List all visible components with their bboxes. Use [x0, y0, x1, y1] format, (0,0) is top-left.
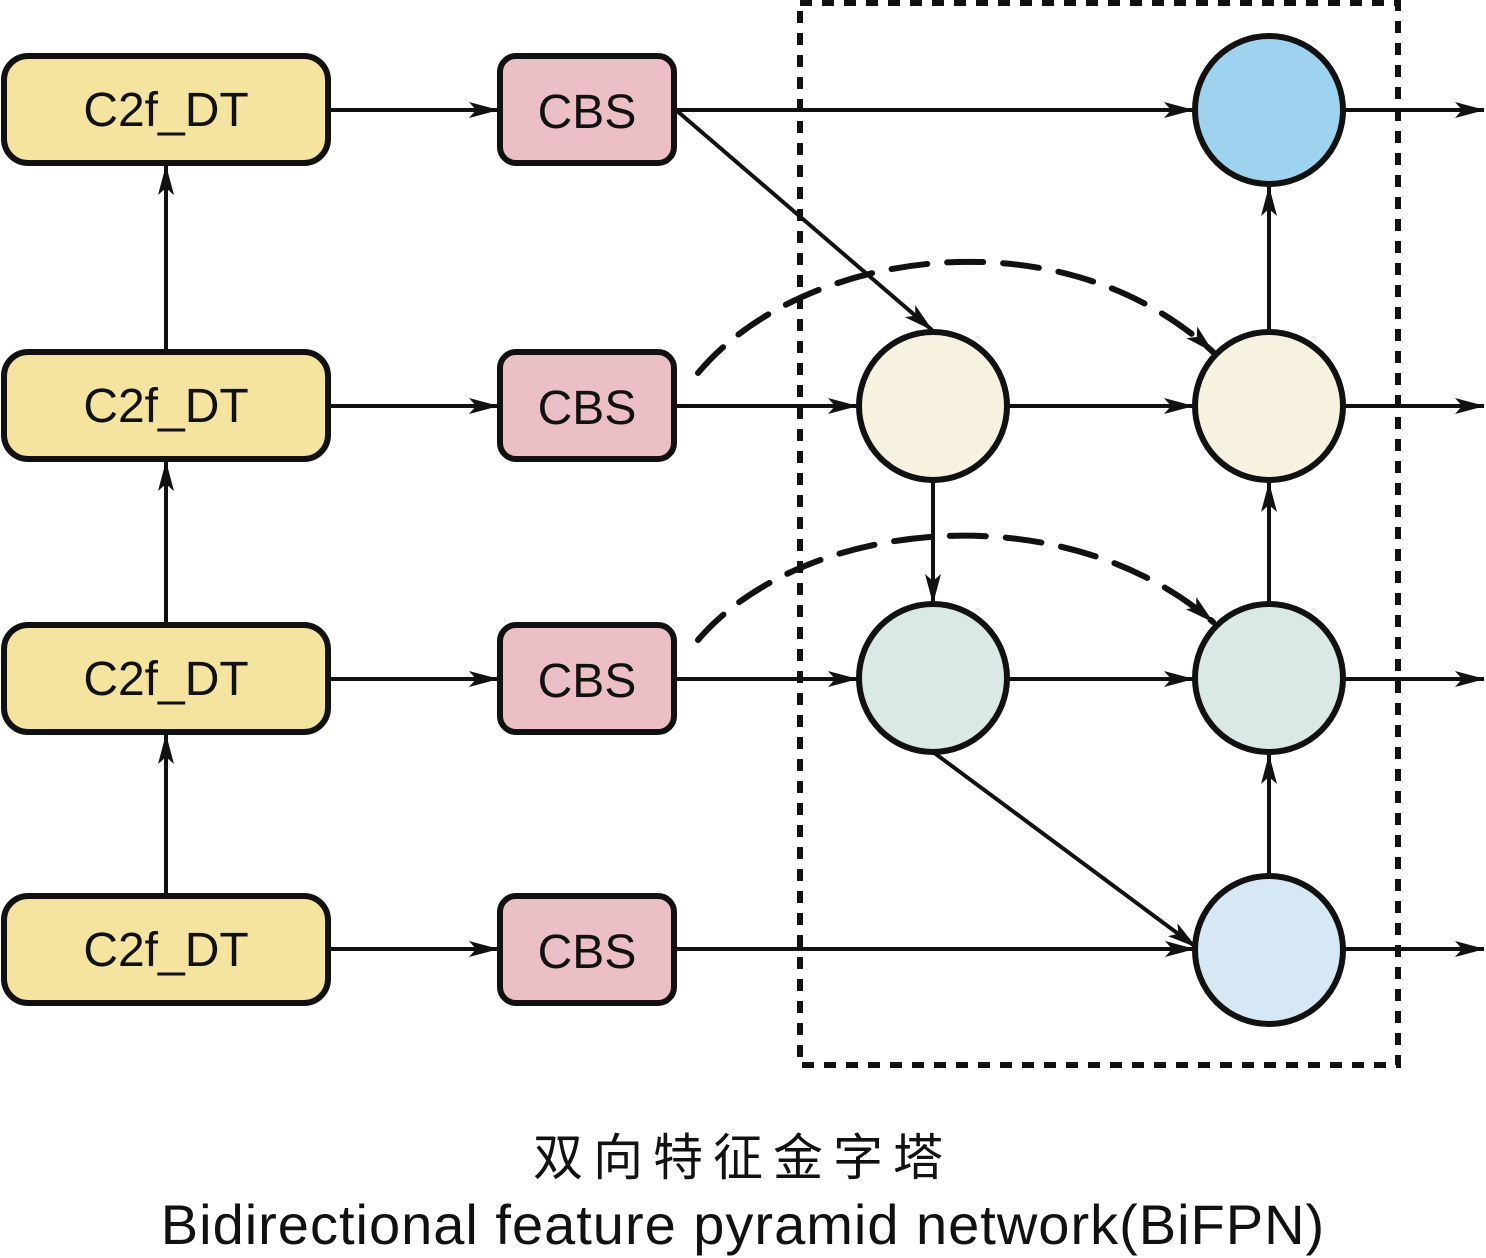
- cbs-block-label: CBS: [538, 382, 637, 435]
- dashed-skip-level-3: [695, 532, 1216, 643]
- bifpn-region-border: [797, 0, 1401, 1068]
- arrow-cbs1-to-p2-mid: [674, 108, 934, 332]
- fpn-node-level3-intermediate: [856, 601, 1010, 755]
- backbone-block: C2f_DT: [1, 53, 331, 166]
- skip-connections: [695, 258, 1216, 643]
- cbs-block-label: CBS: [538, 86, 637, 139]
- cbs-block: CBS: [497, 53, 677, 166]
- backbone-block: C2f_DT: [1, 349, 331, 462]
- backbone-to-cbs-connections: [330, 102, 499, 957]
- backbone-block-label: C2f_DT: [83, 380, 248, 433]
- fpn-node-bottom-output: [1192, 873, 1346, 1027]
- backbone-block-label: C2f_DT: [83, 653, 248, 706]
- cbs-block: CBS: [497, 349, 677, 462]
- cbs-block: CBS: [497, 893, 677, 1006]
- cbs-to-bifpn-connections: [674, 102, 1195, 957]
- bifpn-diagram: C2f_DT C2f_DT C2f_DT C2f_DT CBS CBS CBS …: [1, 0, 1485, 1068]
- fpn-node-level3-output: [1192, 601, 1346, 755]
- fpn-node-top-output: [1192, 33, 1346, 187]
- cbs-block: CBS: [497, 622, 677, 735]
- backbone-block: C2f_DT: [1, 893, 331, 1006]
- caption-chinese: 双向特征金字塔: [533, 1129, 953, 1187]
- caption-english: Bidirectional feature pyramid network(Bi…: [160, 1193, 1326, 1256]
- output-connections: [1345, 102, 1485, 957]
- fpn-node-level2-output: [1192, 329, 1346, 483]
- bifpn-internal-connections: [925, 186, 1277, 949]
- fpn-node-level2-intermediate: [856, 329, 1010, 483]
- backbone-block-label: C2f_DT: [83, 924, 248, 977]
- cbs-block-label: CBS: [538, 926, 637, 979]
- cbs-block-label: CBS: [538, 655, 637, 708]
- arrow-p3-mid-to-p4-out: [931, 750, 1198, 949]
- backbone-block: C2f_DT: [1, 622, 331, 735]
- dashed-skip-level-2: [695, 258, 1216, 376]
- backbone-block-label: C2f_DT: [83, 84, 248, 137]
